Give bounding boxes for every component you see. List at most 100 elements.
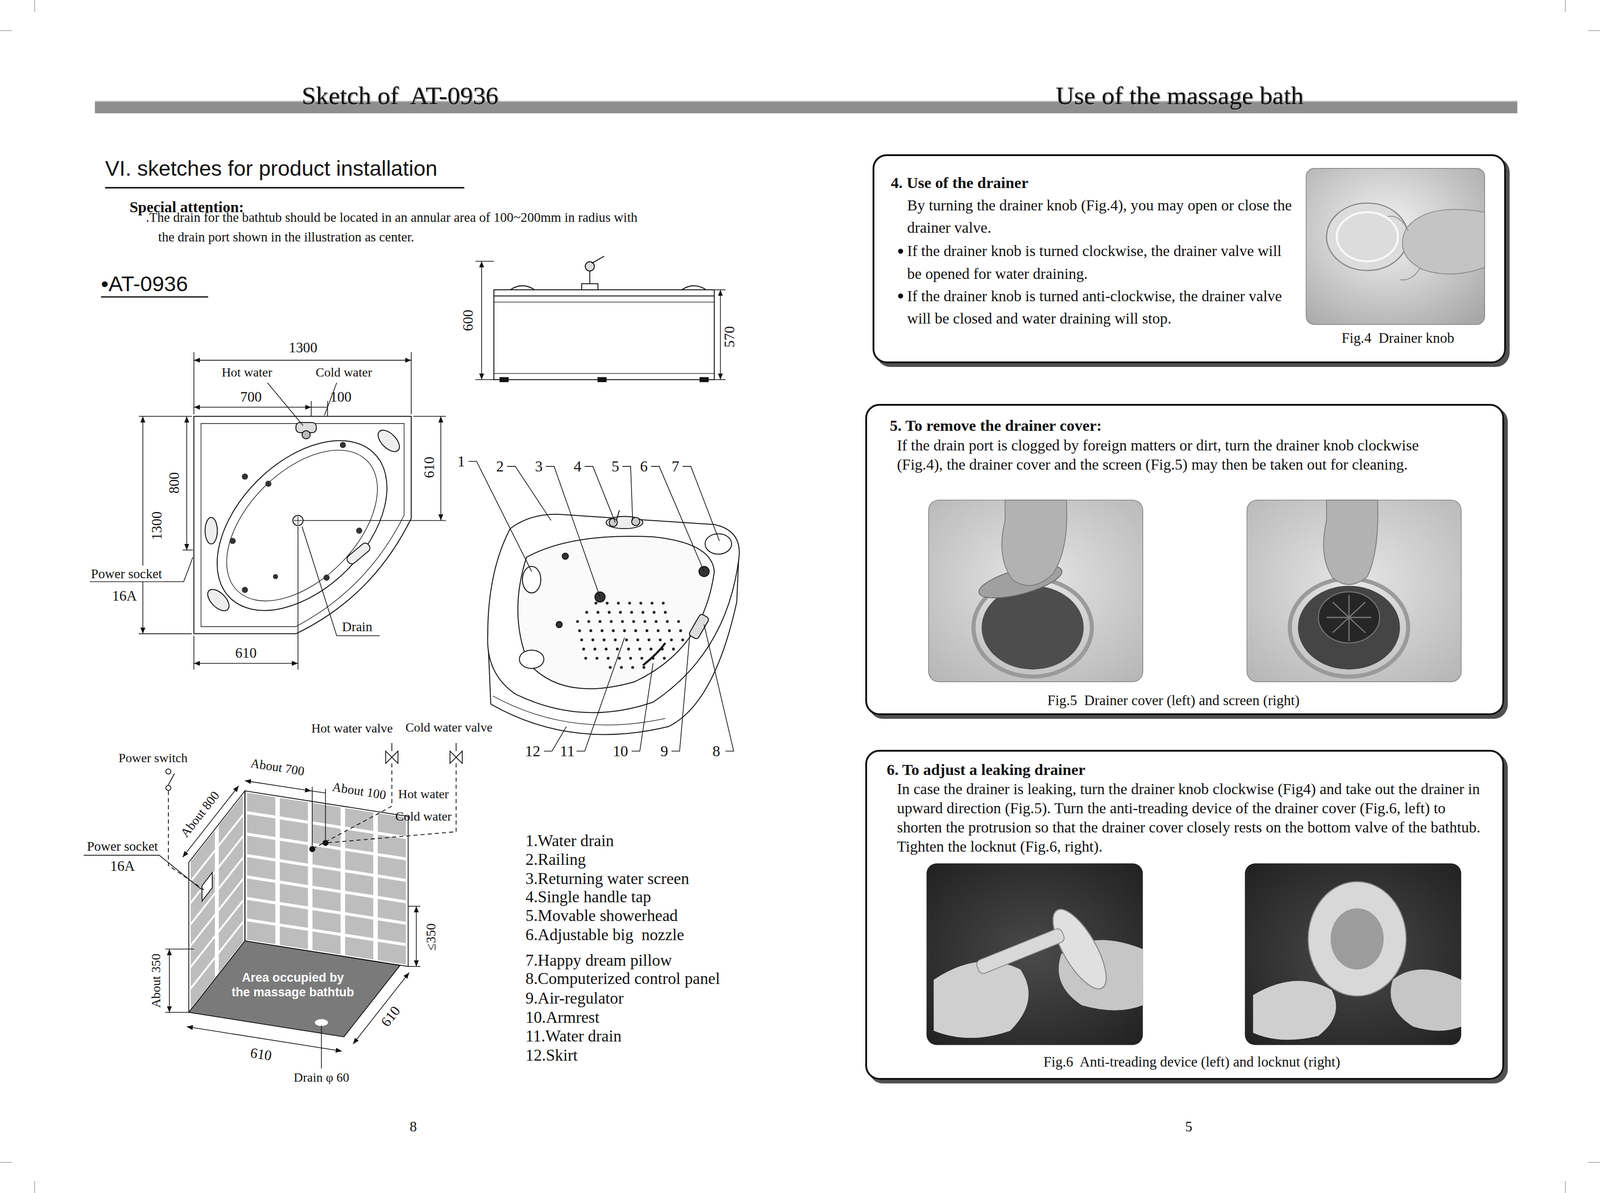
leader-line [622, 466, 633, 521]
box-body: In case the drainer is leaking, turn the… [896, 779, 1494, 856]
massage-jet [616, 647, 619, 651]
massage-jet [654, 620, 658, 623]
massage-jet [591, 638, 595, 642]
rating-label: 16A [109, 857, 135, 876]
top-view [185, 408, 419, 643]
perspective-view [616, 510, 620, 521]
side-view [493, 373, 715, 374]
box-heading: 5. To remove the drainer cover: [889, 416, 1462, 436]
photo [928, 500, 1144, 682]
room-view [309, 846, 315, 852]
photo [1306, 168, 1485, 325]
room-view [245, 790, 409, 967]
page-number: 8 [409, 1118, 418, 1136]
dimension-line [311, 786, 313, 847]
callout-number: 9 [660, 742, 669, 761]
callout-number: 3 [534, 457, 543, 476]
dashed-line [312, 763, 392, 850]
dimension-line [475, 261, 726, 380]
valve-label: Hot water valve [311, 721, 393, 737]
leader-line [302, 526, 380, 636]
heading-underline [100, 296, 209, 298]
instruction-box: 4. Use of the drainerBy turning the drai… [872, 154, 1507, 364]
wall-tile [377, 899, 407, 922]
dimension: 600 [460, 309, 478, 332]
side-view [589, 270, 591, 284]
massage-jet [650, 601, 654, 605]
massage-jet [575, 620, 579, 623]
side-view [591, 256, 605, 264]
callout-number: 4 [573, 457, 582, 476]
massage-jet [661, 601, 665, 605]
dimension-line [165, 780, 421, 1052]
wall-tile [247, 792, 276, 816]
room-view [165, 785, 171, 791]
socket-label: Power socket [86, 837, 158, 854]
dimension-line [720, 289, 722, 380]
part-name: 4.Single handle tap [525, 887, 652, 907]
massage-jet [620, 665, 623, 669]
box-heading: 4. Use of the drainer [890, 173, 1289, 193]
wall-tile [345, 808, 374, 832]
wall-tile [312, 909, 341, 933]
photo [1387, 216, 1421, 281]
perspective-view [519, 649, 544, 669]
dimension-line [310, 401, 312, 417]
photo [1336, 212, 1398, 262]
crop-mark [1564, 1180, 1566, 1193]
dimension-line [193, 635, 195, 670]
wall-tile [377, 920, 407, 944]
leader-line [507, 466, 551, 521]
part-name: 10.Armrest [525, 1007, 600, 1028]
massage-jet [589, 629, 592, 633]
massage-jet [594, 601, 598, 605]
photo [1244, 863, 1462, 1046]
massage-jet [641, 611, 645, 614]
part-name: 11.Water drain [525, 1025, 622, 1046]
box-heading: 6. To adjust a leaking drainer [886, 760, 1479, 780]
top-view [297, 516, 299, 525]
dimension: 700 [240, 388, 262, 406]
leader-line [545, 466, 601, 597]
instruction-box: 5. To remove the drainer cover:If the dr… [865, 403, 1505, 716]
wall-tile [312, 802, 341, 826]
leader-line [704, 624, 734, 751]
dimension-line [165, 1011, 189, 1013]
massage-jet [582, 647, 586, 651]
massage-jet [598, 620, 602, 623]
floor-label: Area occupied by the massage bathtub [231, 970, 355, 1000]
dimension-line [245, 780, 312, 791]
side-view [597, 377, 607, 382]
top-view [203, 585, 233, 615]
dimension-line [407, 966, 421, 968]
massage-jet [665, 620, 669, 623]
massage-jet [618, 611, 622, 614]
callout-number: 6 [640, 457, 649, 476]
dimension-line [193, 360, 412, 361]
part-name: 1.Water drain [525, 831, 615, 851]
wall-tile [345, 872, 374, 895]
side-view [700, 377, 709, 382]
wall-tile [377, 941, 407, 965]
top-view [204, 517, 218, 544]
wall-tile [279, 819, 309, 842]
wall-tile [345, 915, 374, 938]
massage-jet [595, 656, 599, 660]
leader-line [468, 461, 734, 752]
room-view [244, 790, 246, 942]
side-view [581, 283, 599, 290]
top-view [345, 541, 372, 566]
massage-jet [621, 620, 624, 623]
photo [1326, 203, 1409, 271]
massage-jet [634, 629, 638, 633]
wall-tile [247, 835, 276, 859]
perspective-view [643, 643, 666, 666]
side-view [493, 301, 715, 303]
massage-jet [662, 656, 666, 660]
page-header: Use of the massage bath [1055, 80, 1304, 112]
photo [1253, 980, 1337, 1040]
massage-jet [617, 656, 621, 660]
dimension-line [138, 633, 192, 635]
wall-tile [247, 857, 276, 880]
